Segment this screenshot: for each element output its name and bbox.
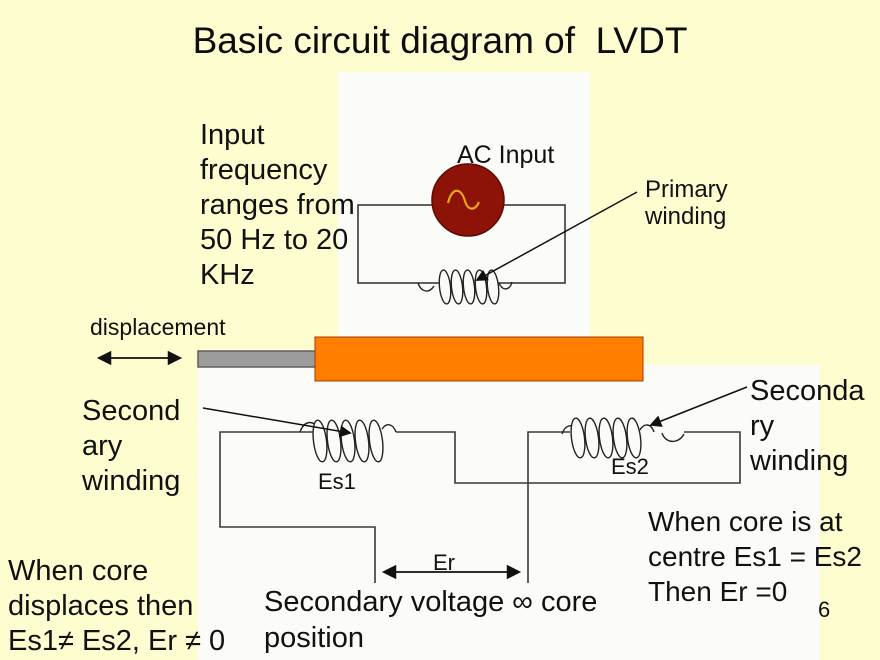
primary-winding-label: Primary winding: [645, 176, 728, 230]
secondary-winding-right-label: Seconda ry winding: [750, 375, 865, 477]
page-number: 6: [818, 597, 831, 622]
primary-winding-pointer-arrow: [475, 191, 638, 281]
secondary-right-pointer-arrow: [649, 386, 748, 427]
primary-winding-coil: [417, 269, 513, 305]
ac-source-icon: [431, 163, 505, 237]
secondary-voltage-note: Secondary voltage ∞ core position: [264, 586, 598, 654]
diagram-panel-lower: [198, 365, 820, 660]
displacement-label: displacement: [90, 314, 226, 340]
secondary-winding-left-coil: [299, 419, 397, 463]
ferromagnetic-core: [314, 336, 644, 382]
es1-label: Es1: [318, 469, 356, 494]
secondary-winding-right-coil: [561, 417, 685, 459]
slide-title: Basic circuit diagram of LVDT: [192, 20, 688, 61]
es2-label: Es2: [611, 454, 649, 479]
ac-input-label: AC Input: [457, 141, 555, 169]
core-displaced-note: When core displaces then Es1≠ Es2, Er ≠ …: [8, 555, 226, 657]
input-frequency-note: Input frequency ranges from 50 Hz to 20 …: [200, 119, 355, 291]
sine-wave-icon: [446, 189, 481, 210]
er-label: Er: [433, 550, 455, 575]
secondary-left-pointer-arrow: [202, 407, 352, 438]
core-rod: [197, 350, 317, 368]
secondary-circuit-wires: [219, 431, 741, 583]
secondary-winding-left-label: Second ary winding: [82, 395, 181, 497]
core-at-centre-note: When core is at centre Es1 = Es2 Then Er…: [648, 506, 863, 607]
